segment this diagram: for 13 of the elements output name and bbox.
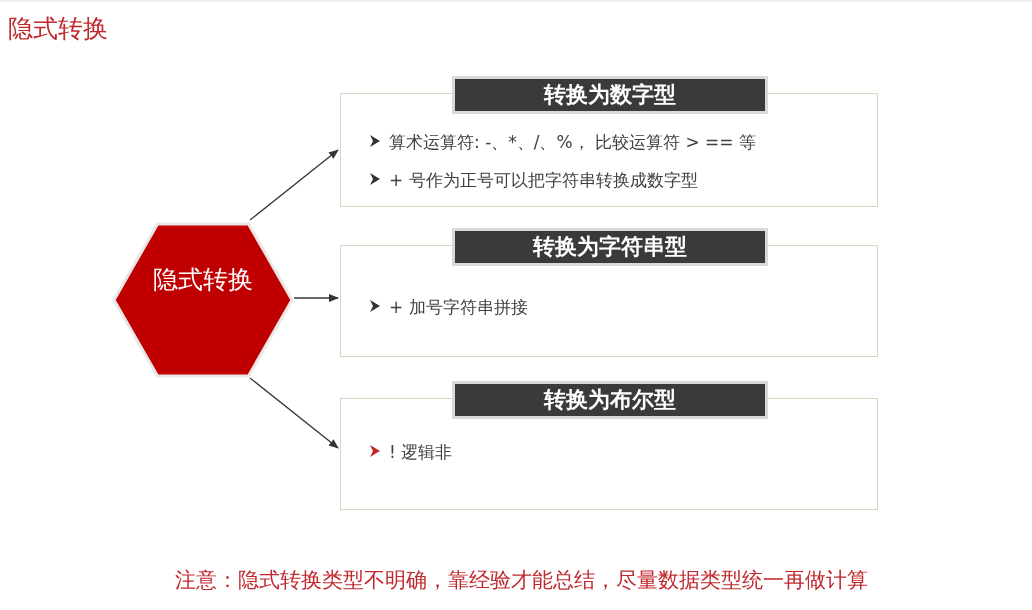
header-bar: 转换为数字型 <box>452 76 768 114</box>
note-text: 注意：隐式转换类型不明确，靠经验才能总结，尽量数据类型统一再做计算 <box>175 567 868 594</box>
hexagon-label: 隐式转换 <box>152 264 254 296</box>
bullet-text: + 加号字符串拼接 <box>389 296 528 319</box>
arrow <box>293 294 339 302</box>
bullet-text: 算术运算符: -、*、/、%， 比较运算符 > == 等 <box>389 131 756 154</box>
bullet-text: + 号作为正号可以把字符串转换成数字型 <box>389 169 698 192</box>
arrow <box>249 149 339 221</box>
header-bar: 转换为布尔型 <box>452 381 768 419</box>
title: 隐式转换 <box>8 13 108 45</box>
arrow <box>249 377 339 449</box>
bullet-text: ! 逻辑非 <box>389 441 453 464</box>
header-bar: 转换为字符串型 <box>452 228 768 266</box>
